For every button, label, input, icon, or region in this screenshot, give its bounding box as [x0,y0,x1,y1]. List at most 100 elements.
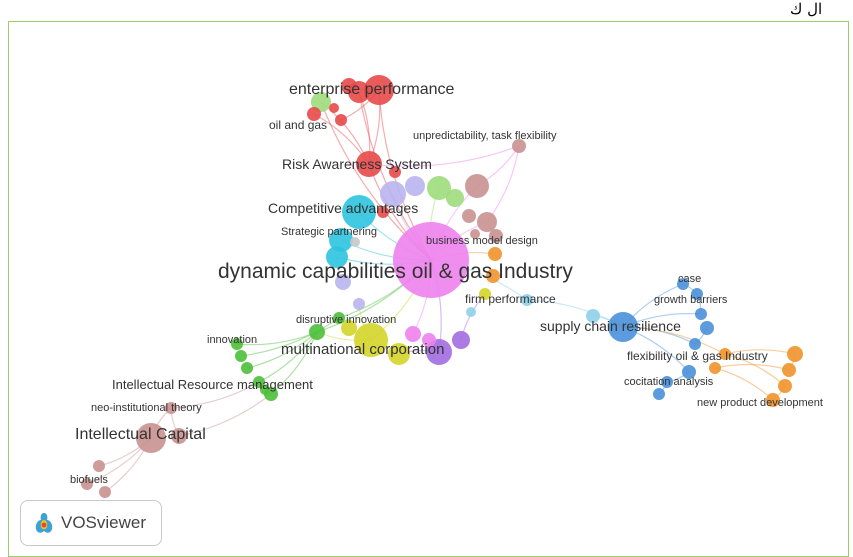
node-in3[interactable] [241,362,253,374]
label-biofuels[interactable]: biofuels [70,474,108,486]
node-ic6[interactable] [99,486,111,498]
node-ic4[interactable] [93,460,105,472]
edge-f6-f4 [714,367,774,401]
node-f4[interactable] [766,393,780,407]
label-enterprise-performance[interactable]: enterprise performance [289,81,455,98]
node-bm3[interactable] [479,288,491,300]
node-di2[interactable] [333,312,345,324]
node-ca4[interactable] [380,181,406,207]
node-ca5[interactable] [405,176,425,196]
node-in2[interactable] [235,350,247,362]
node-hub[interactable] [393,222,469,298]
vosviewer-badge: VOSviewer [20,500,162,546]
node-ep1[interactable] [364,75,394,105]
node-fp1[interactable] [466,307,476,317]
top-text-fragment: ال ك [790,0,823,18]
node-up3[interactable] [477,212,497,232]
node-di1[interactable] [309,324,325,340]
label-business-model-design[interactable]: business model design [426,235,538,247]
node-c5[interactable] [689,338,701,350]
label-new-product-development[interactable]: new product development [697,397,823,409]
node-scr[interactable] [608,312,638,342]
network-map[interactable]: enterprise performance oil and gas unpre… [9,22,849,557]
node-bm2[interactable] [486,269,500,283]
node-in6[interactable] [260,385,270,395]
node-in4[interactable] [253,376,265,388]
edge-up1-ras [368,145,520,167]
label-disruptive-innovation[interactable]: disruptive innovation [296,314,396,326]
labels-layer: enterprise performance oil and gas unpre… [70,81,823,486]
edge-in5-ic2 [178,393,272,437]
vosviewer-label: VOSviewer [61,513,147,532]
node-di3[interactable] [353,298,365,310]
node-c3[interactable] [695,308,707,320]
label-neo-institutional[interactable]: neo-institutional theory [91,402,202,414]
node-f5[interactable] [719,348,731,360]
label-multinational-corporation[interactable]: multinational corporation [281,341,444,358]
label-cocitation-analysis[interactable]: cocitation analysis [624,376,714,388]
node-ca1[interactable] [342,195,376,229]
label-firm-performance[interactable]: firm performance [465,292,556,306]
label-risk-awareness-system[interactable]: Risk Awareness System [282,156,432,172]
node-in1[interactable] [231,338,243,350]
node-ras2[interactable] [389,166,401,178]
label-intellectual-capital[interactable]: Intellectual Capital [75,426,206,443]
node-f2[interactable] [782,363,796,377]
node-ca3[interactable] [326,246,348,268]
node-ic3[interactable] [165,402,177,414]
node-mc2[interactable] [341,320,357,336]
node-c2[interactable] [691,288,703,300]
label-unpredictability[interactable]: unpredictability, task flexibility [413,130,557,142]
node-c4[interactable] [700,321,714,335]
node-di4[interactable] [335,274,351,290]
node-mc6[interactable] [405,326,421,342]
label-growth-barriers[interactable]: growth barriers [654,294,728,306]
node-c7[interactable] [661,376,673,388]
node-fp2[interactable] [521,294,533,306]
node-c6[interactable] [682,365,696,379]
node-ca8[interactable] [377,206,389,218]
node-ic5[interactable] [81,478,93,490]
node-ic2[interactable] [171,428,187,444]
label-flexibility[interactable]: flexibility oil & gas Industry [627,349,768,363]
node-c1[interactable] [677,278,689,290]
network-map-frame: enterprise performance oil and gas unpre… [8,21,849,557]
node-mc1[interactable] [354,323,388,357]
node-fp3[interactable] [586,309,600,323]
node-ep7[interactable] [329,103,339,113]
label-oil-and-gas[interactable]: oil and gas [269,118,327,132]
edge-in4-ic3 [170,381,260,409]
node-ic1[interactable] [136,423,166,453]
node-ep5[interactable] [307,107,321,121]
node-f6[interactable] [709,362,721,374]
nodes-layer [81,75,803,498]
node-mc5[interactable] [452,331,470,349]
node-ras[interactable] [356,151,382,177]
label-supply-chain-resilience[interactable]: supply chain resilience [540,318,681,334]
node-ep4[interactable] [311,92,331,112]
label-dynamic-capabilities[interactable]: dynamic capabilities oil & gas Industry [218,260,573,283]
label-intellectual-resource[interactable]: Intellectual Resource management [112,377,313,392]
node-mc7[interactable] [422,333,436,347]
node-up1[interactable] [512,139,526,153]
node-up2[interactable] [465,174,489,198]
node-ep6[interactable] [335,114,347,126]
label-strategic-partnering[interactable]: Strategic partnering [281,226,377,238]
node-up6[interactable] [470,229,480,239]
node-up5[interactable] [489,229,503,243]
label-competitive-advantages[interactable]: Competitive advantages [268,200,418,216]
label-case[interactable]: case [678,273,701,285]
node-up4[interactable] [462,209,476,223]
edge-up1-up3 [486,145,520,223]
node-ca2[interactable] [329,228,353,252]
node-c8[interactable] [653,388,665,400]
node-ca6[interactable] [427,176,451,200]
node-ca7[interactable] [446,189,464,207]
node-bm1[interactable] [488,247,502,261]
node-ep3[interactable] [341,78,357,94]
node-ca9[interactable] [350,237,360,247]
node-f3[interactable] [778,379,792,393]
node-mc3[interactable] [388,343,410,365]
node-f1[interactable] [787,346,803,362]
label-innovation[interactable]: innovation [207,334,257,346]
